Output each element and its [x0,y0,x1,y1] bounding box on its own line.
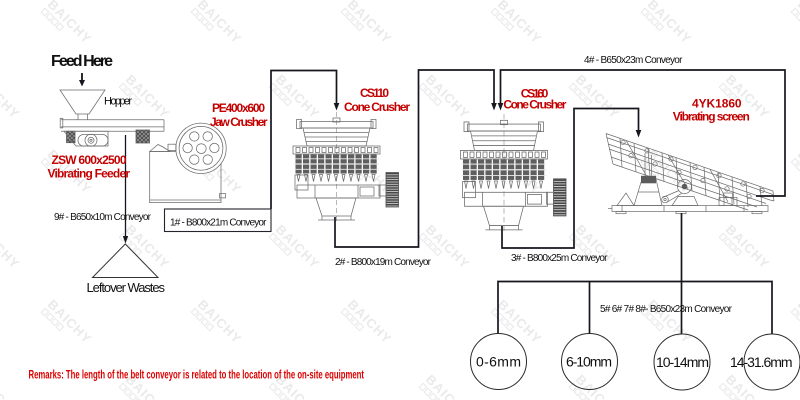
svg-text:1# - B800x21m Conveyor: 1# - B800x21m Conveyor [170,217,267,228]
svg-text:3# - B800x25m Conveyor: 3# - B800x25m Conveyor [511,253,608,264]
svg-text:BAICHY: BAICHY [795,0,800,47]
svg-text:BAICHY: BAICHY [0,222,23,272]
svg-text:0-6mm: 0-6mm [476,354,521,370]
svg-text:Jaw Crusher: Jaw Crusher [210,115,268,129]
svg-text:Leftover Wastes: Leftover Wastes [87,280,166,295]
svg-text:2# - B800x19m Conveyor: 2# - B800x19m Conveyor [335,257,432,268]
svg-text:6-10mm: 6-10mm [566,354,612,370]
svg-text:Cone Crusher: Cone Crusher [344,100,410,114]
svg-text:Feed Here: Feed Here [51,53,113,70]
svg-text:BAICHY: BAICHY [795,147,800,197]
svg-text:Vibrating Feeder: Vibrating Feeder [48,167,131,181]
svg-text:Hopper: Hopper [104,96,132,108]
svg-text:Vibrating screen: Vibrating screen [673,109,750,123]
svg-text:CS160: CS160 [521,86,549,100]
svg-text:ZSW 600x2500: ZSW 600x2500 [52,153,127,167]
svg-text:BAICHY: BAICHY [795,297,800,347]
svg-text:4# - B650x23m Conveyor: 4# - B650x23m Conveyor [584,55,683,66]
svg-text:CS110: CS110 [360,86,389,100]
svg-text:9# - B650x10m Conveyor: 9# - B650x10m Conveyor [54,212,152,223]
svg-text:10-14mm: 10-14mm [656,354,709,370]
svg-text:BAICHY: BAICHY [0,72,23,122]
svg-text:14-31.6mm: 14-31.6mm [730,354,793,370]
svg-text:4YK1860: 4YK1860 [692,96,742,110]
svg-text:PE400x600: PE400x600 [212,101,265,115]
svg-text:Remarks: The length of the bel: Remarks: The length of the belt conveyor… [29,370,365,382]
svg-text:Cone Crusher: Cone Crusher [503,98,566,112]
svg-text:BAICHY: BAICHY [0,372,23,400]
svg-text:5# 6# 7# 8#- B650x23m Conveyo: 5# 6# 7# 8#- B650x23m Conveyor [600,304,733,315]
